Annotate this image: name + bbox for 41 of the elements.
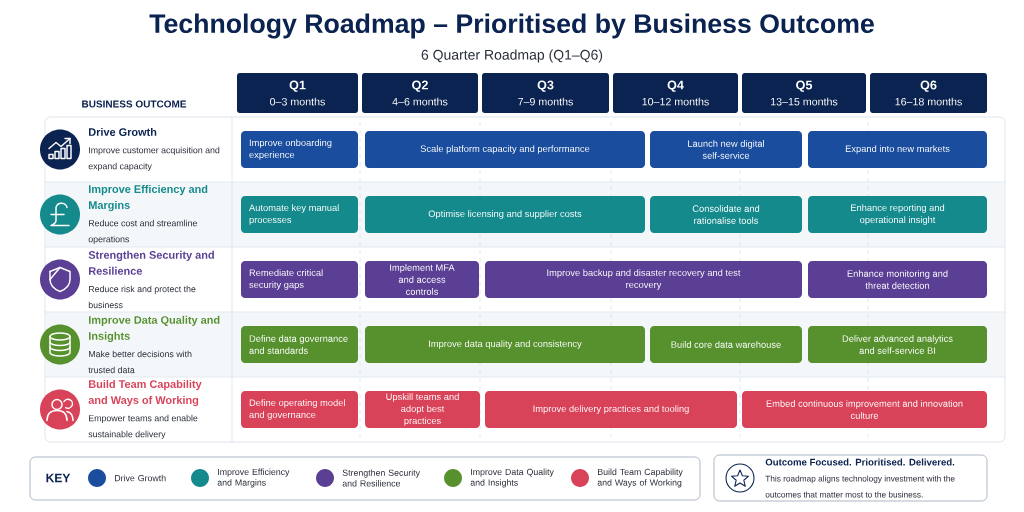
quarter-header: Q6 16–18 months (870, 73, 987, 113)
legend-label: Improve Data Quality and Insights (470, 468, 554, 488)
initiative-bar: Enhance reporting and operational insight (808, 196, 987, 233)
subtitle: 6 Quarter Roadmap (Q1–Q6) (421, 49, 603, 63)
initiative-bar: Optimise licensing and supplier costs (365, 196, 645, 233)
legend-label: Drive Growth (115, 474, 166, 482)
outcome-label: Build Team Capability and Ways of Working Empower teams and enable sustainable delivery (88, 379, 202, 440)
initiative-bar: Deliver advanced analytics and self-service BI (808, 326, 987, 363)
initiative-bar: Remediate critical security gaps (241, 261, 358, 298)
legend-label: Strengthen Security and Resilience (342, 469, 421, 487)
quarter-header: Q1 0–3 months (237, 73, 358, 113)
initiative-bar: Define operating model and governance (241, 391, 358, 428)
initiative-bar: Build core data warehouse (650, 326, 802, 363)
legend-label: Build Team Capability and Ways of Working (597, 468, 683, 488)
initiative-bar: Improve data quality and consistency (365, 326, 645, 363)
initiative-bar: Upskill teams and adopt best practices (365, 391, 480, 428)
quarter-header: Q3 7–9 months (482, 73, 609, 113)
initiative-bar: Launch new digital self-service (650, 131, 802, 168)
quarter-header: Q2 4–6 months (362, 73, 478, 113)
initiative-bar: Enhance monitoring and threat detection (808, 261, 987, 298)
outcome-label: Strengthen Security and Resilience Reduce risk and protect the business (88, 250, 214, 309)
legend-label: Improve Efficiency and Margins (217, 468, 290, 488)
initiative-bar: Improve onboarding experience (241, 131, 358, 168)
initiative-bar: Define data governance and standards (241, 326, 358, 363)
key-heading: KEY (46, 473, 71, 483)
title: Technology Roadmap – Prioritised by Business Outcome (149, 13, 874, 39)
outcome-label: Improve Efficiency and Margins Reduce cost and streamline operations (88, 184, 208, 245)
initiative-bar: Improve delivery practices and tooling (485, 391, 737, 428)
summary-text: Outcome Focused. Prioritised. Delivered. This roadmap aligns technology investment with the outcomes that matter most to the business. (765, 458, 955, 498)
quarter-header: Q5 13–15 months (742, 73, 866, 113)
outcome-label: Drive Growth Improve customer acquisition and expand capacity (88, 127, 220, 172)
initiative-bar: Improve backup and disaster recovery and test recovery (485, 261, 802, 298)
outcome-label: Improve Data Quality and Insights Make better decisions with trusted data (88, 315, 220, 374)
initiative-bar: Implement MFA and access controls (365, 261, 479, 298)
initiative-bar: Consolidate and rationalise tools (650, 196, 802, 233)
initiative-bar: Expand into new markets (808, 131, 987, 168)
initiative-bar: Embed continuous improvement and innovation culture (742, 391, 987, 428)
initiative-bar: Scale platform capacity and performance (365, 131, 645, 168)
column-heading: BUSINESS OUTCOME (82, 100, 187, 108)
quarter-header: Q4 10–12 months (613, 73, 738, 113)
initiative-bar: Automate key manual processes (241, 196, 358, 233)
